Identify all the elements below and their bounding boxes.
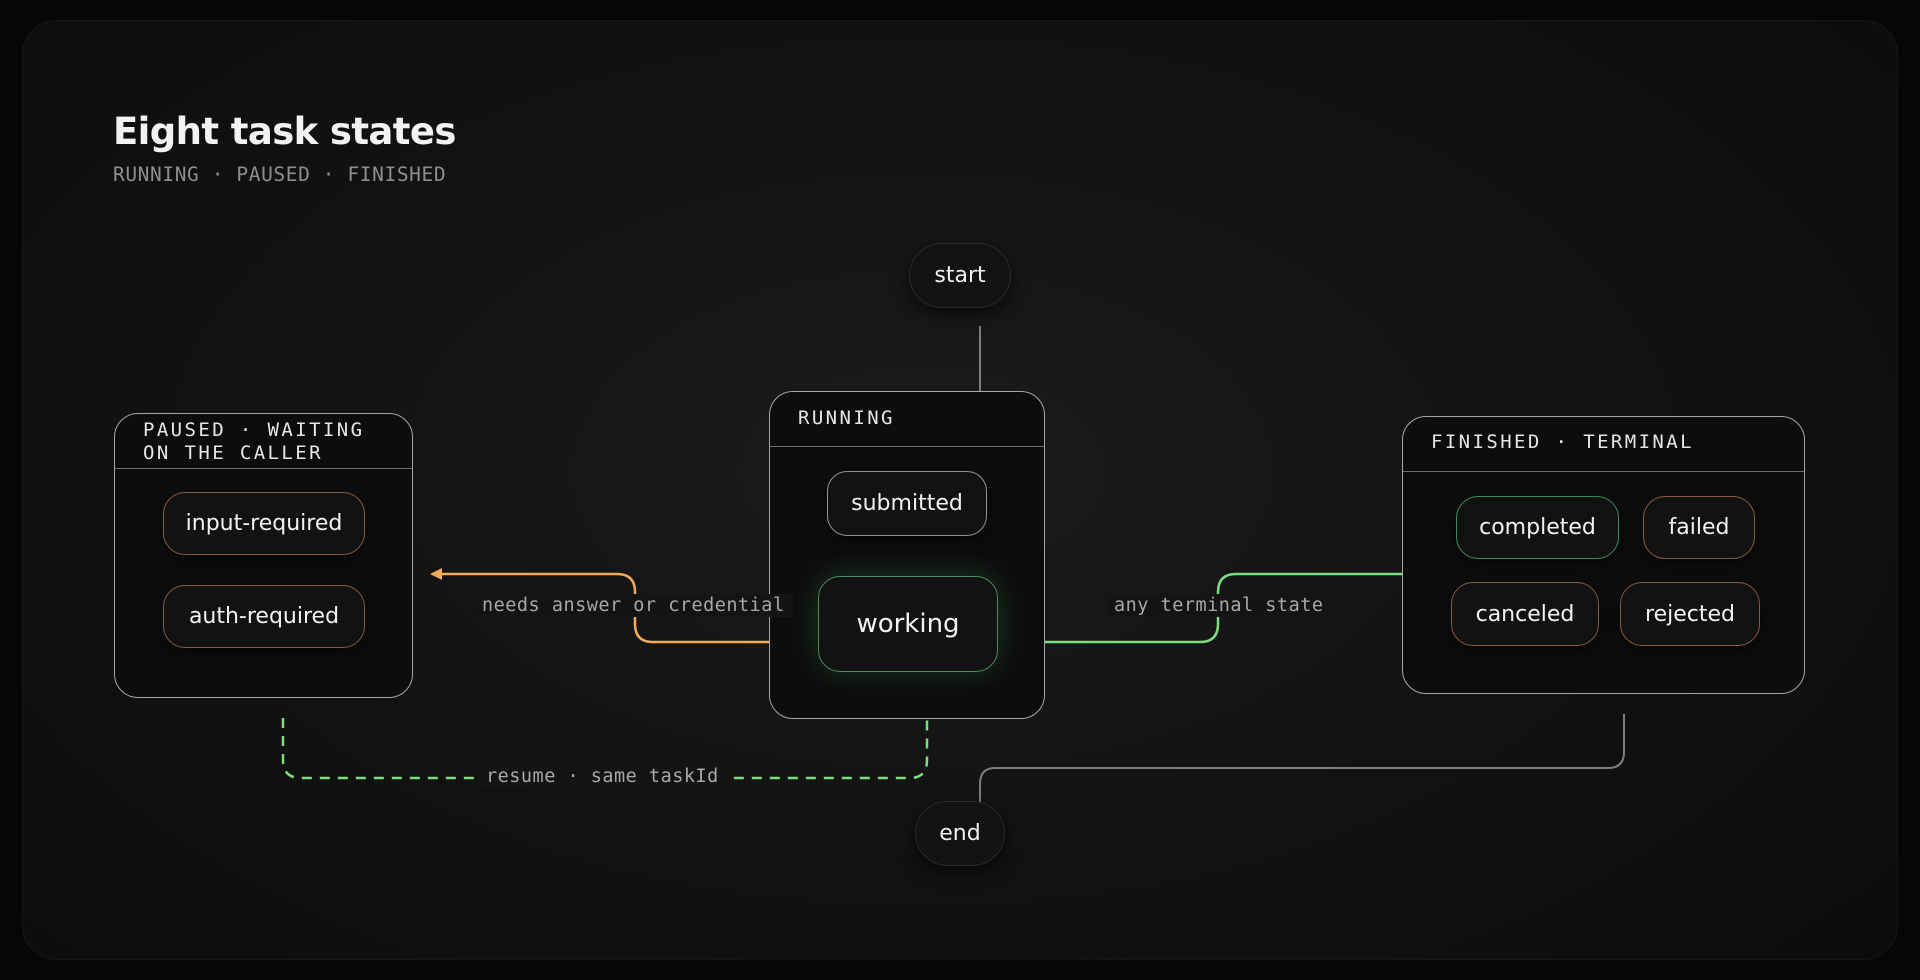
state-completed[interactable]: completed bbox=[1456, 496, 1619, 559]
start-label: start bbox=[934, 263, 986, 288]
diagram-subtitle: RUNNING · PAUSED · FINISHED bbox=[113, 163, 447, 186]
finished-group-title: FINISHED · TERMINAL bbox=[1403, 417, 1804, 472]
finished-group: FINISHED · TERMINAL completed failed can… bbox=[1402, 416, 1805, 694]
edge-label-resume: resume · same taskId bbox=[478, 765, 727, 788]
paused-group-title: PAUSED · WAITING ON THE CALLER bbox=[115, 414, 412, 469]
state-failed[interactable]: failed bbox=[1643, 496, 1755, 559]
state-input-required[interactable]: input-required bbox=[163, 492, 365, 555]
state-submitted[interactable]: submitted bbox=[827, 471, 987, 536]
paused-group: PAUSED · WAITING ON THE CALLER input-req… bbox=[114, 413, 413, 698]
state-rejected[interactable]: rejected bbox=[1620, 582, 1760, 646]
edge-finished-to-end bbox=[979, 714, 1625, 810]
running-group-title: RUNNING bbox=[770, 392, 1044, 447]
state-auth-required[interactable]: auth-required bbox=[163, 585, 365, 648]
end-node[interactable]: end bbox=[915, 801, 1005, 866]
start-node[interactable]: start bbox=[909, 243, 1011, 308]
running-group: RUNNING submitted working bbox=[769, 391, 1045, 719]
state-canceled[interactable]: canceled bbox=[1451, 582, 1599, 646]
end-label: end bbox=[939, 821, 981, 846]
state-working[interactable]: working bbox=[818, 576, 998, 672]
edge-label-needs-answer: needs answer or credential bbox=[474, 594, 793, 617]
diagram-title: Eight task states bbox=[113, 110, 456, 153]
edge-label-any-terminal: any terminal state bbox=[1106, 594, 1332, 617]
